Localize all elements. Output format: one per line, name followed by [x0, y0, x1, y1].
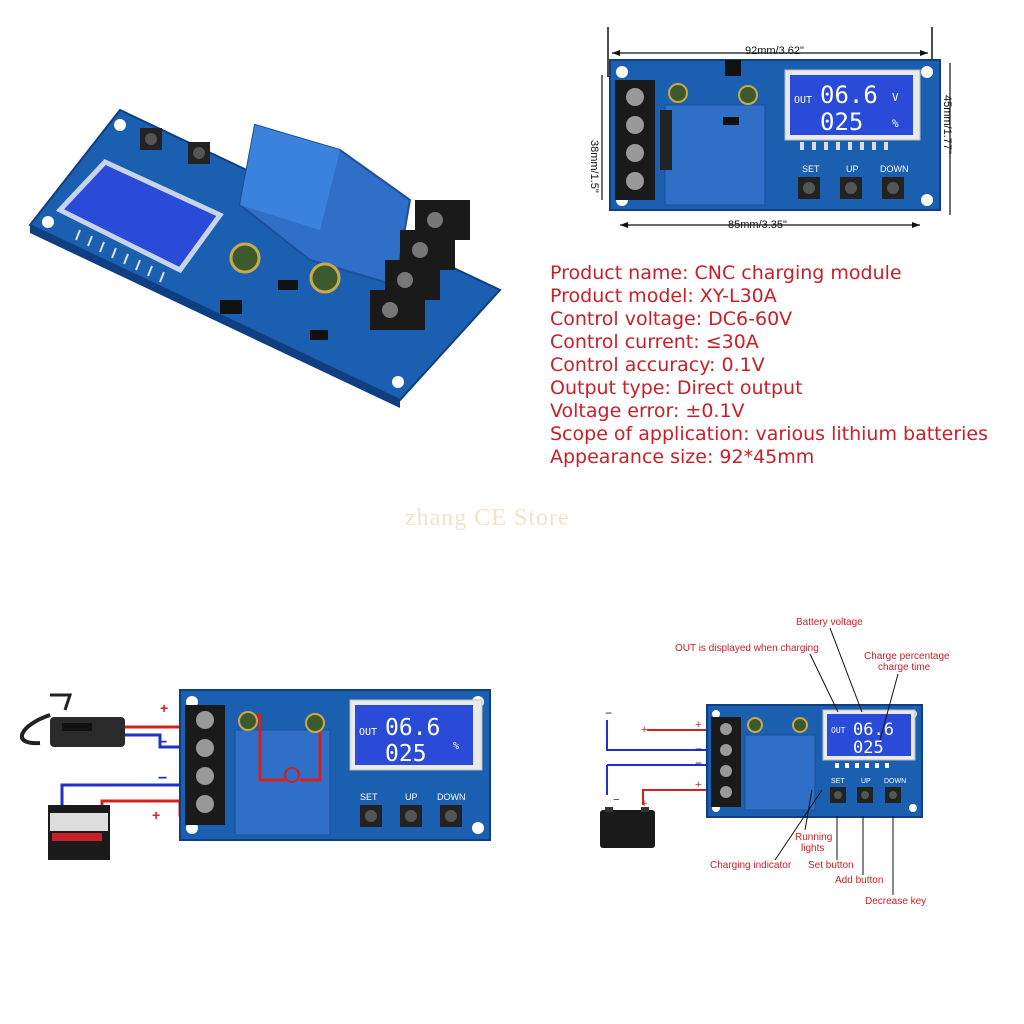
relay [234, 729, 331, 836]
wire-minus-2: − [695, 742, 702, 756]
board-dimension-drawing: OUT 06.6 V 025 % SET UP DOWN [601, 27, 951, 228]
battery [48, 805, 110, 860]
label-set: SET [831, 778, 845, 785]
wire-minus-1: − [605, 706, 612, 720]
lcd-out-label: OUT [794, 95, 812, 106]
relay [664, 104, 766, 206]
lcd-percent: 025 [385, 741, 427, 767]
wire-plus-3: + [695, 779, 701, 791]
annotated-diagram: − + + − − + − + OUT 06.6 025 SET UP DOWN [600, 704, 923, 848]
wire-minus-1: − [158, 734, 167, 751]
wire-minus-2: − [158, 770, 167, 787]
dim-bottom-width: 85mm/3.35" [728, 219, 787, 231]
ic-chip [220, 300, 242, 314]
spec-scope: Scope of application: various lithium ba… [550, 423, 988, 445]
lcd-percent: 025 [853, 738, 884, 758]
power-adapter [19, 693, 125, 747]
wire-minus-3: − [695, 756, 702, 770]
label-up: UP [846, 164, 859, 174]
ann-out-charging: OUT is displayed when charging [675, 643, 819, 654]
battery [600, 807, 655, 848]
wire-plus-4: + [641, 798, 647, 810]
relay [744, 734, 816, 811]
lcd-out-label: OUT [359, 727, 377, 738]
lcd-screen [55, 158, 224, 274]
mount-hole [42, 216, 54, 228]
label-set: SET [360, 792, 378, 802]
lcd-screen [827, 714, 911, 756]
terminal-block [370, 200, 470, 330]
label-up: UP [861, 778, 871, 785]
wire-plus-2: + [695, 719, 701, 731]
lcd-unit-pct: % [453, 741, 459, 752]
spec-control-current: Control current: ≤30A [550, 331, 759, 353]
label-down: DOWN [884, 778, 906, 785]
label-down: DOWN [437, 792, 466, 802]
wire-plus-1: + [160, 700, 168, 716]
ann-running-lights-2: lights [801, 843, 825, 854]
lcd-screen [790, 75, 913, 135]
lcd-percent: 025 [820, 108, 863, 136]
mount-hole [114, 119, 126, 131]
spec-product-model: Product model: XY-L30A [550, 285, 777, 307]
ann-set-button: Set button [808, 860, 854, 871]
mount-hole [392, 376, 404, 388]
spec-control-accuracy: Control accuracy: 0.1V [550, 354, 765, 376]
label-set: SET [802, 164, 820, 174]
label-down: DOWN [880, 164, 909, 174]
spec-product-name: Product name: CNC charging module [550, 262, 902, 284]
lcd-out-label: OUT [831, 726, 846, 735]
ann-charge-percentage: Charge percentage [864, 651, 950, 662]
ann-charge-time: charge time [878, 662, 931, 673]
label-up: UP [405, 792, 418, 802]
lcd-unit-pct: % [892, 117, 899, 130]
capacitor [229, 242, 261, 274]
lcd-voltage: 06.6 [820, 81, 878, 109]
spec-output-type: Output type: Direct output [550, 377, 803, 399]
wire-plus-1: + [641, 724, 647, 736]
ann-decrease-key: Decrease key [865, 896, 927, 907]
wiring-diagram: + − − + OUT 06.6 025 % SET UP DOWN [19, 689, 491, 860]
lcd-screen [355, 705, 473, 765]
ann-charging-indicator: Charging indicator [710, 860, 792, 871]
ann-add-button: Add button [835, 875, 884, 886]
lcd-voltage: 06.6 [385, 715, 440, 741]
wire-minus-4: − [613, 794, 619, 806]
dim-top-width: 92mm/3.62" [745, 45, 804, 57]
lcd-unit-v: V [892, 91, 899, 104]
capacitor [309, 262, 341, 294]
wire-plus-2: + [152, 807, 160, 823]
spec-appearance-size: Appearance size: 92*45mm [550, 446, 815, 468]
ann-battery-voltage: Battery voltage [796, 617, 863, 628]
ann-running-lights-1: Running [795, 832, 833, 843]
spec-voltage-error: Voltage error: ±0.1V [550, 400, 745, 422]
store-watermark: zhang CE Store [405, 505, 570, 531]
spec-control-voltage: Control voltage: DC6-60V [550, 308, 793, 330]
board-photo-3d [28, 108, 502, 408]
